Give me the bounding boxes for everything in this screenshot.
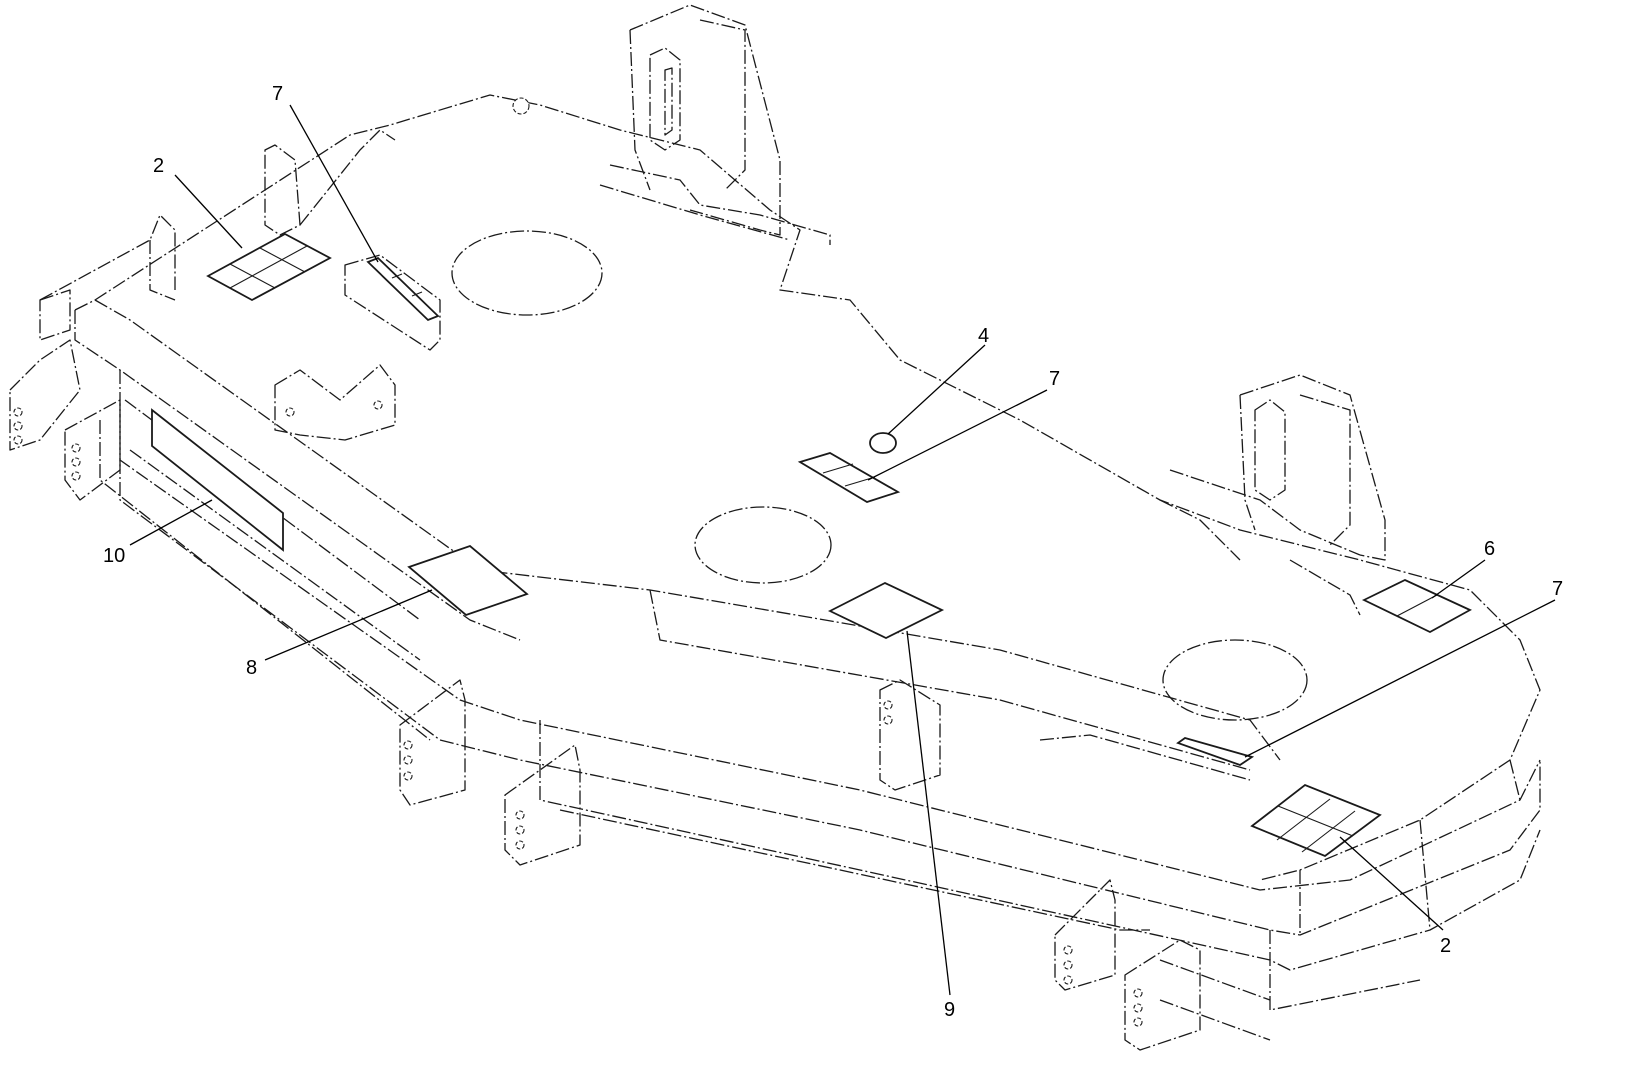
- deck-body: [74, 94, 1541, 1041]
- callout-10: 10: [103, 545, 125, 567]
- upright-mounts: [599, 4, 1386, 616]
- decal-2-left: [206, 232, 332, 302]
- callout-7-right: 7: [1552, 578, 1563, 600]
- decal-7-center: [797, 452, 901, 503]
- decal-10: [151, 408, 284, 552]
- decal-6: [1361, 579, 1472, 634]
- callout-6: 6: [1484, 538, 1495, 560]
- decal-2-right: [1250, 783, 1382, 858]
- decal-9: [827, 581, 945, 640]
- leader-lines: [129, 104, 1556, 996]
- decal-8: [407, 544, 529, 617]
- rear-brackets: [9, 129, 441, 501]
- callout-8: 8: [246, 657, 257, 679]
- callout-7-left: 7: [272, 83, 283, 105]
- callout-labels: 2 7 4 7 6 7 10 8 9 2: [103, 83, 1563, 1021]
- decal-4: [869, 432, 897, 454]
- front-brackets: [399, 679, 1201, 1051]
- decal-7-right: [1176, 737, 1255, 766]
- callout-9: 9: [944, 999, 955, 1021]
- spindle-openings: [451, 97, 1308, 721]
- decal-7-left: [366, 256, 440, 322]
- callout-7-center: 7: [1049, 368, 1060, 390]
- callout-2-right: 2: [1440, 935, 1451, 957]
- callout-4: 4: [978, 325, 989, 347]
- callout-2-left: 2: [153, 155, 164, 177]
